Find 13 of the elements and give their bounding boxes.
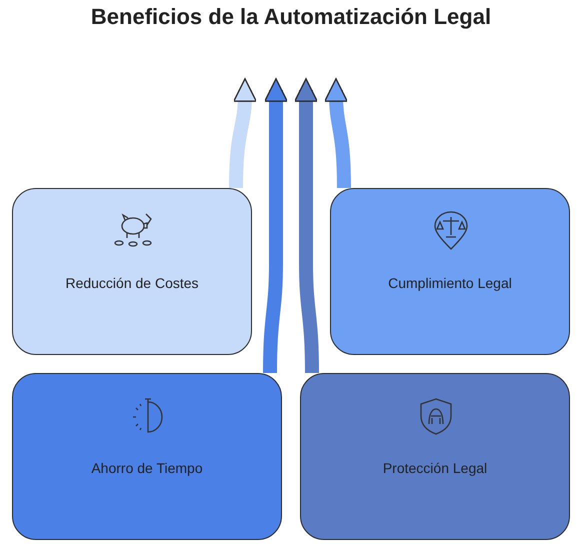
benefit-card bbox=[300, 373, 570, 540]
benefit-card bbox=[12, 188, 252, 355]
upward-arrow bbox=[263, 78, 288, 374]
benefit-label: Reducción de Costes bbox=[64, 275, 200, 291]
upward-arrow bbox=[229, 78, 257, 188]
benefit-label: Cumplimiento Legal bbox=[387, 275, 513, 291]
upward-arrow bbox=[294, 78, 319, 374]
benefit-card bbox=[330, 188, 570, 355]
benefit-label: Ahorro de Tiempo bbox=[90, 460, 204, 476]
diagram-title: Beneficios de la Automatización Legal bbox=[90, 4, 492, 30]
benefit-label: Protección Legal bbox=[382, 460, 488, 476]
upward-arrow bbox=[324, 78, 351, 188]
benefit-card bbox=[12, 373, 282, 540]
